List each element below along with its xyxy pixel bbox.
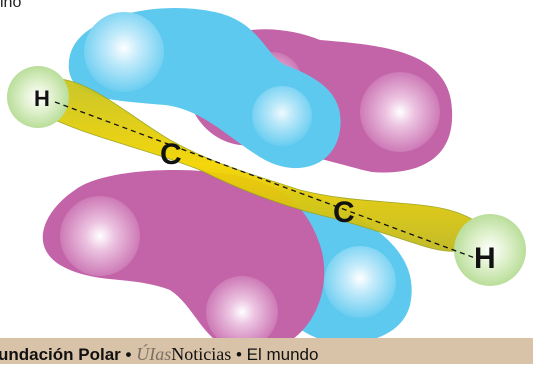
hydrogen-left-label: H — [34, 86, 50, 111]
carbon-right-label: C — [333, 196, 355, 229]
footer-band — [0, 338, 533, 364]
bond-axis-line — [54, 101, 476, 259]
pi-lobe-lower-magenta — [42, 170, 325, 353]
footer-tail: El mundo — [246, 345, 319, 364]
hydrogen-left-atom: H — [7, 66, 69, 128]
footer-logo-main: Noticias — [171, 344, 232, 364]
carbon-left-label: C — [160, 138, 182, 171]
top-caption: ino — [0, 0, 22, 11]
footer-credit: undación Polar • ÚIasNoticias • El mundo — [0, 344, 318, 365]
hydrogen-right-label: H — [474, 242, 496, 275]
footer-separator: • — [120, 345, 137, 364]
footer-logo-partial: ÚI — [136, 344, 156, 364]
footer-logo-italic: as — [155, 344, 172, 364]
footer-separator: • — [231, 345, 247, 364]
footer-org: undación Polar — [0, 345, 121, 364]
hydrogen-right-atom: H — [454, 214, 526, 286]
pi-lobe-upper-blue — [68, 7, 341, 169]
